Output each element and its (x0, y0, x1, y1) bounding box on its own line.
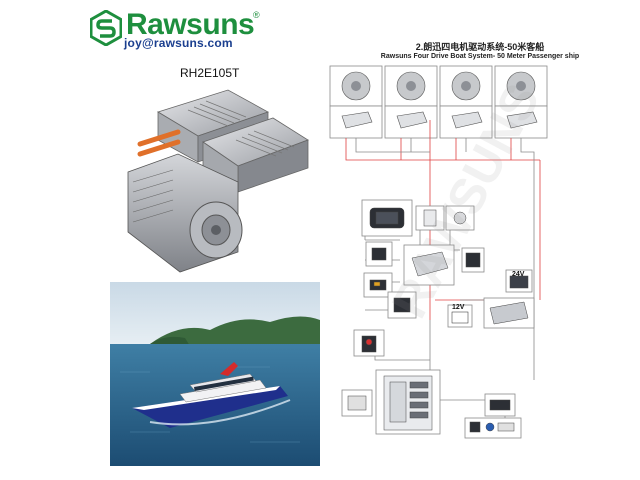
brand-logo: Rawsuns ® (90, 8, 270, 48)
brand-name: Rawsuns (126, 8, 255, 41)
monitor-icon (469, 421, 481, 433)
battery-12-icon (451, 311, 469, 324)
diagram-subtitle: Rawsuns Four Drive Boat System- 50 Meter… (380, 53, 580, 60)
charging-module-icon (489, 399, 511, 411)
sensor-icon (453, 211, 467, 225)
junction-box-icon (393, 297, 411, 313)
passenger-boat-photo (110, 282, 320, 466)
voltage-24-label: 24V (512, 271, 525, 278)
relay-icon (465, 252, 481, 268)
router-icon (497, 422, 515, 432)
key-switch-frame (365, 241, 393, 267)
controller-4-icon (506, 111, 538, 129)
charger-frame (341, 389, 373, 417)
dcdc-icon (489, 301, 529, 325)
diagram-title: 2.朗迅四电机驱动系统-50米客船 (415, 42, 545, 52)
controller-3-icon (451, 111, 483, 129)
product-model: RH2E105T (180, 66, 240, 80)
contact-email: joy@rawsuns.com (124, 36, 233, 50)
hexagon-s-logo-icon (90, 10, 122, 46)
dcdc-24-icon (509, 275, 529, 289)
key-switch-icon (371, 247, 387, 261)
controller-1-icon (341, 111, 373, 129)
voltage-12-label: 12V (452, 304, 465, 311)
charger-icon (347, 395, 367, 411)
network-icon (485, 422, 495, 432)
motor-controller-image (127, 89, 309, 273)
registered-mark: ® (253, 10, 260, 20)
vcu-icon (411, 251, 449, 277)
drive-system-diagram (329, 65, 548, 439)
hmi-icon (423, 209, 437, 227)
controller-2-icon (396, 111, 428, 129)
